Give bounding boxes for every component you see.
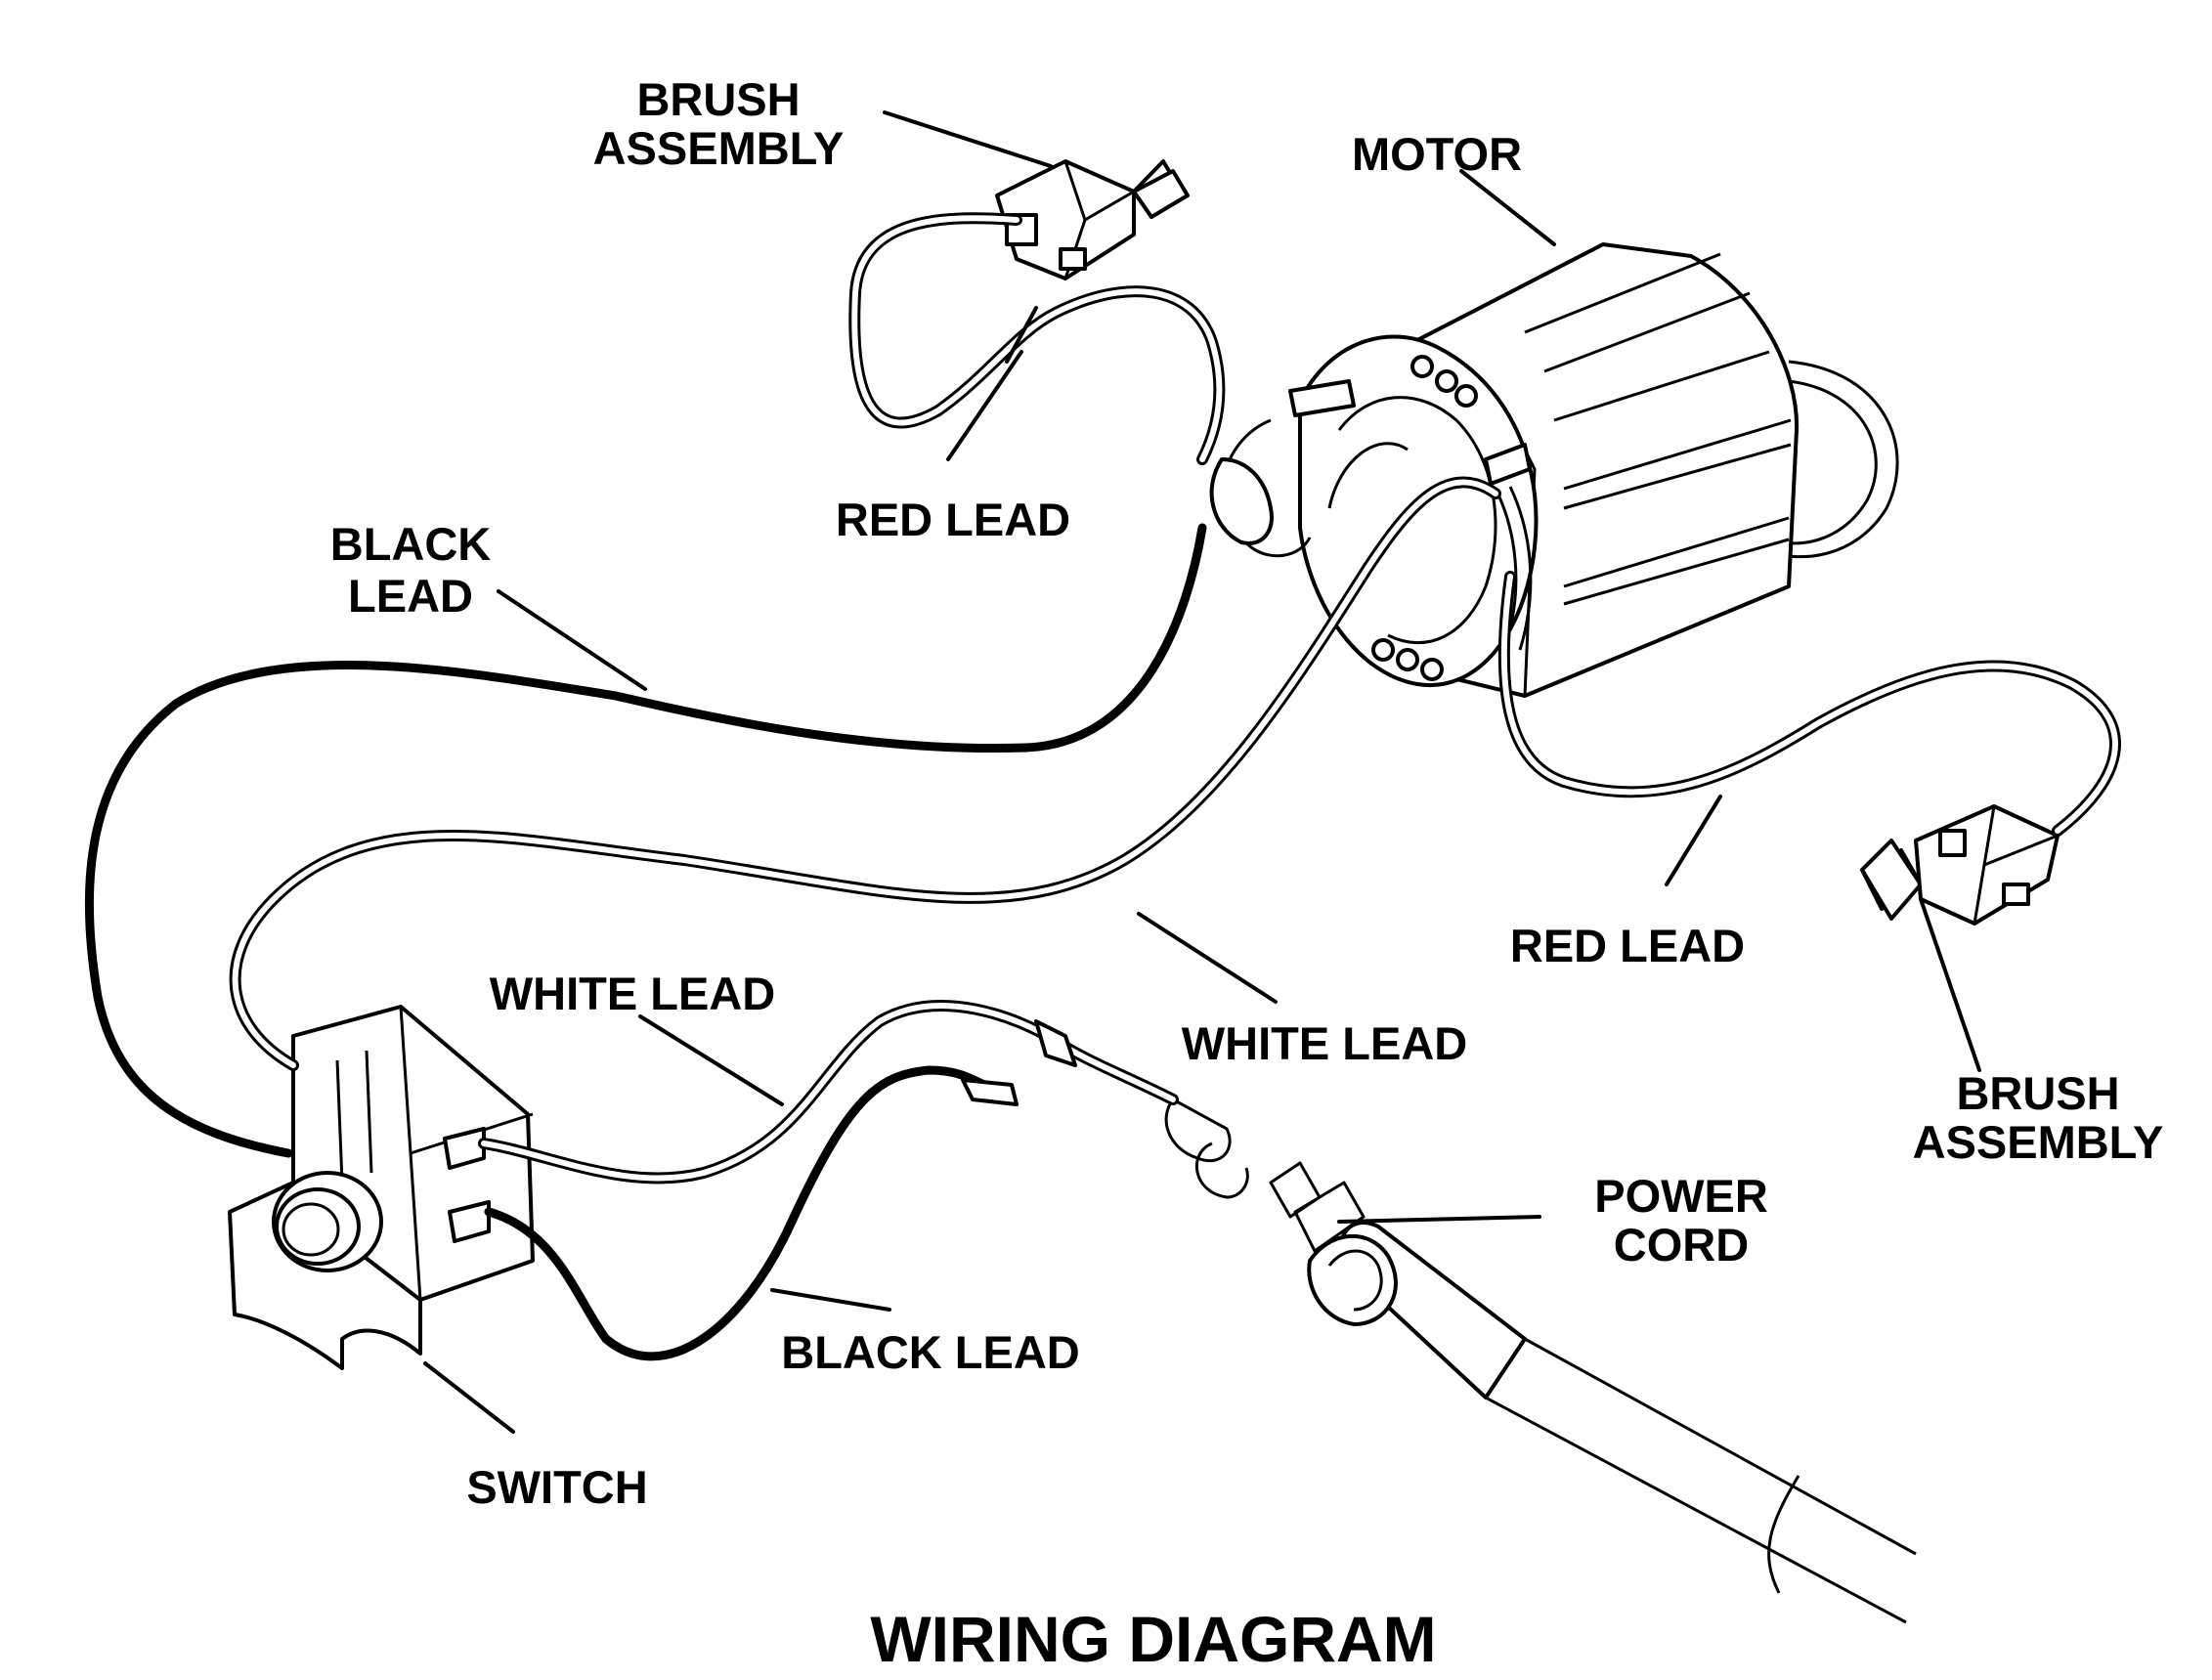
label-black-lead-top-line1: BLACK xyxy=(330,518,492,570)
label-red-lead-top: RED LEAD xyxy=(836,494,1070,545)
label-black-lead-top-line2: LEAD xyxy=(348,570,473,622)
label-brush-assembly-top-line2: ASSEMBLY xyxy=(593,122,845,174)
diagram-title: WIRING DIAGRAM xyxy=(870,1603,1436,1675)
motor-icon xyxy=(1209,242,1899,698)
label-brush-assembly-top-line1: BRUSH xyxy=(636,73,800,125)
wires xyxy=(84,212,2121,1361)
label-brush-assembly-right-line1: BRUSH xyxy=(1956,1067,2119,1119)
brush-assembly-right-icon xyxy=(1860,804,2060,926)
label-white-lead-left: WHITE LEAD xyxy=(490,968,775,1019)
label-power-cord-line1: POWER xyxy=(1594,1170,1768,1222)
label-white-lead-center: WHITE LEAD xyxy=(1182,1017,1467,1069)
power-cord-icon xyxy=(1164,1098,1917,1624)
label-motor: MOTOR xyxy=(1352,128,1522,180)
labels: BRUSH ASSEMBLY MOTOR RED LEAD BLACK LEAD… xyxy=(330,73,2164,1675)
label-black-lead-bottom: BLACK LEAD xyxy=(781,1326,1079,1378)
label-brush-assembly-right-line2: ASSEMBLY xyxy=(1913,1116,2164,1168)
switch-icon xyxy=(228,1005,535,1370)
leader-lines xyxy=(423,110,1981,1434)
label-switch: SWITCH xyxy=(466,1461,647,1513)
brush-assembly-top-icon xyxy=(995,159,1190,280)
label-power-cord-line2: CORD xyxy=(1614,1219,1749,1271)
label-red-lead-right: RED LEAD xyxy=(1510,920,1745,971)
